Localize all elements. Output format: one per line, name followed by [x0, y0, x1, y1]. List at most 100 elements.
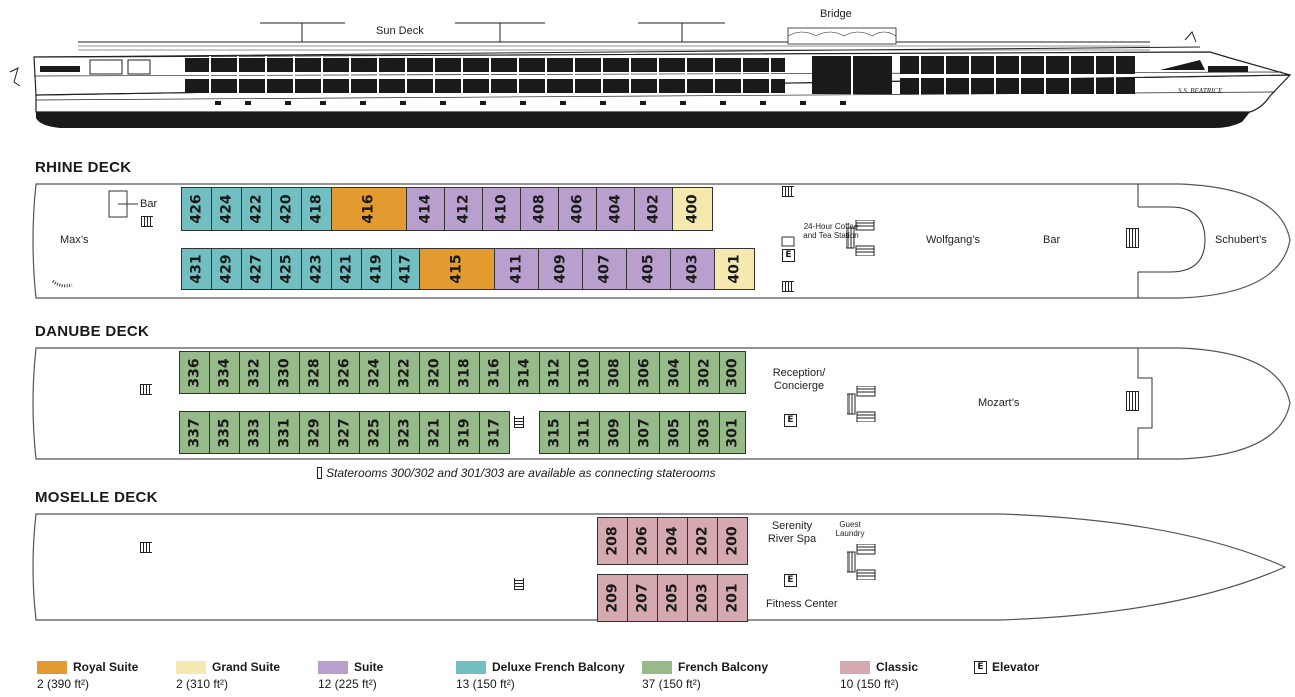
stateroom-number: 204: [664, 526, 681, 556]
stateroom-number: 202: [694, 526, 711, 556]
stateroom-306[interactable]: 306: [629, 351, 660, 394]
stateroom-317[interactable]: 317: [479, 411, 510, 454]
stateroom-300[interactable]: 300: [719, 351, 746, 394]
wolfgangs-label: Wolfgang’s: [926, 234, 981, 246]
stateroom-320[interactable]: 320: [419, 351, 450, 394]
legend-swatch: [37, 661, 67, 674]
stateroom-417[interactable]: 417: [391, 248, 420, 290]
stateroom-208[interactable]: 208: [597, 517, 628, 565]
legend-count: 12 (225 ft²): [318, 677, 377, 691]
legend-swatch: [840, 661, 870, 674]
legend-swatch: [318, 661, 348, 674]
stateroom-407[interactable]: 407: [582, 248, 627, 290]
stateroom-414[interactable]: 414: [406, 187, 445, 231]
stateroom-331[interactable]: 331: [269, 411, 300, 454]
stateroom-416[interactable]: 416: [331, 187, 407, 231]
bridge-label: Bridge: [820, 8, 852, 20]
legend-label: Deluxe French Balcony: [492, 660, 625, 674]
ship-name-label: S.S. BEATRICE: [1178, 87, 1223, 95]
stateroom-202[interactable]: 202: [687, 517, 718, 565]
stateroom-209[interactable]: 209: [597, 574, 628, 622]
stateroom-336[interactable]: 336: [179, 351, 210, 394]
legend-label: Royal Suite: [73, 660, 139, 674]
stateroom-319[interactable]: 319: [449, 411, 480, 454]
stateroom-405[interactable]: 405: [626, 248, 671, 290]
laundry-label: Guest Laundry: [835, 520, 865, 538]
elevator-icon: E: [782, 249, 795, 262]
stateroom-309[interactable]: 309: [599, 411, 630, 454]
stateroom-335[interactable]: 335: [209, 411, 240, 454]
stateroom-326[interactable]: 326: [329, 351, 360, 394]
stateroom-200[interactable]: 200: [717, 517, 748, 565]
stateroom-203[interactable]: 203: [687, 574, 718, 622]
stateroom-number: 208: [604, 526, 621, 556]
stateroom-301[interactable]: 301: [719, 411, 746, 454]
stateroom-334[interactable]: 334: [209, 351, 240, 394]
reception-label: Reception/ Concierge: [772, 367, 826, 392]
stateroom-410[interactable]: 410: [482, 187, 521, 231]
legend-count: 13 (150 ft²): [456, 677, 515, 691]
stateroom-206[interactable]: 206: [627, 517, 658, 565]
stateroom-412[interactable]: 412: [444, 187, 483, 231]
stateroom-number: 206: [634, 526, 651, 556]
stateroom-201[interactable]: 201: [717, 574, 748, 622]
stairs-icon: [782, 281, 794, 292]
legend-label: Grand Suite: [212, 660, 281, 674]
stateroom-207[interactable]: 207: [627, 574, 658, 622]
stairs-icon: [140, 542, 152, 553]
stateroom-number: 200: [724, 526, 741, 556]
stateroom-318[interactable]: 318: [449, 351, 480, 394]
stateroom-400[interactable]: 400: [672, 187, 713, 231]
stairs-icon: [514, 416, 524, 428]
stateroom-number: 203: [694, 583, 711, 613]
legend-label: Suite: [354, 660, 384, 674]
stateroom-426[interactable]: 426: [181, 187, 212, 231]
stateroom-418[interactable]: 418: [301, 187, 332, 231]
stateroom-401[interactable]: 401: [714, 248, 755, 290]
legend-swatch: [176, 661, 206, 674]
legend-count: 2 (390 ft²): [37, 677, 90, 691]
stateroom-330[interactable]: 330: [269, 351, 300, 394]
rhine-deck-title: RHINE DECK: [35, 159, 132, 176]
stairs-icon: [140, 384, 152, 395]
spa-label: Serenity River Spa: [767, 520, 817, 545]
stateroom-324[interactable]: 324: [359, 351, 390, 394]
stateroom-number: 201: [724, 583, 741, 613]
stateroom-409[interactable]: 409: [538, 248, 583, 290]
stateroom-321[interactable]: 321: [419, 411, 450, 454]
stateroom-204[interactable]: 204: [657, 517, 688, 565]
staircase-icon: [847, 544, 876, 580]
stateroom-303[interactable]: 303: [689, 411, 720, 454]
staircase-icon: [847, 386, 876, 422]
legend-count: 2 (310 ft²): [176, 677, 229, 691]
stateroom-number: 205: [664, 583, 681, 613]
stairs-icon: [1126, 391, 1139, 411]
stairs-icon: [141, 216, 153, 227]
legend-elevator-label: Elevator: [992, 660, 1040, 674]
stateroom-310[interactable]: 310: [569, 351, 600, 394]
stateroom-308[interactable]: 308: [599, 351, 630, 394]
stateroom-332[interactable]: 332: [239, 351, 270, 394]
stateroom-322[interactable]: 322: [389, 351, 420, 394]
legend-label: French Balcony: [678, 660, 769, 674]
stateroom-403[interactable]: 403: [670, 248, 715, 290]
stateroom-425[interactable]: 425: [271, 248, 302, 290]
fitness-center-label: Fitness Center: [766, 598, 838, 610]
stateroom-408[interactable]: 408: [520, 187, 559, 231]
stateroom-number: 207: [634, 583, 651, 613]
legend-count: 37 (150 ft²): [642, 677, 701, 691]
legend-swatch: [642, 661, 672, 674]
stateroom-205[interactable]: 205: [657, 574, 688, 622]
staircase-icon: [846, 220, 875, 256]
rhine-bar2-label: Bar: [1043, 234, 1061, 246]
stateroom-305[interactable]: 305: [659, 411, 690, 454]
mozarts-label: Mozart’s: [978, 397, 1020, 409]
stateroom-419[interactable]: 419: [361, 248, 392, 290]
elevator-icon: E: [974, 661, 987, 674]
legend-label: Classic: [876, 660, 919, 674]
maxs-label: Max’s: [60, 234, 89, 246]
stateroom-333[interactable]: 333: [239, 411, 270, 454]
stateroom-415[interactable]: 415: [419, 248, 495, 290]
schuberts-label: Schubert’s: [1215, 234, 1267, 246]
